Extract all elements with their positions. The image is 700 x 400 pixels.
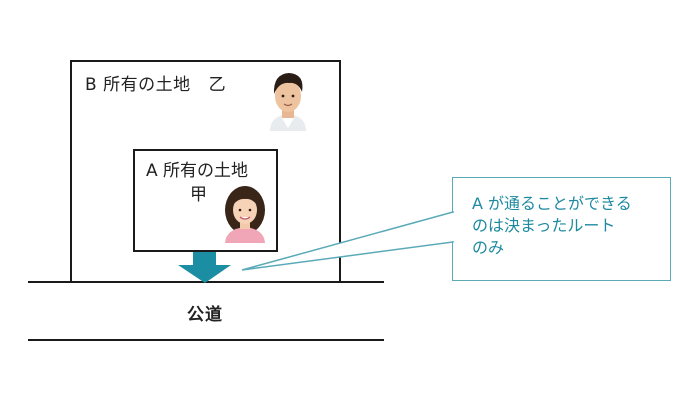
man-avatar-icon: [270, 73, 306, 131]
road-bottom-line: [28, 339, 384, 341]
callout-text: A が通ることができる のは決まったルート のみ: [472, 193, 662, 259]
callout-line-1: A が通ることができる: [472, 194, 632, 213]
callout-box: [452, 177, 671, 281]
callout-line-3: のみ: [472, 238, 505, 257]
land-a-title: A 所有の土地: [146, 161, 249, 181]
down-arrow-icon: [178, 252, 231, 283]
land-a-owner: 甲: [190, 185, 207, 205]
callout-line-2: のは決まったルート: [472, 216, 616, 235]
land-b-area: [70, 60, 341, 283]
land-b-label: B 所有の土地乙: [85, 70, 226, 95]
woman-avatar-icon: [225, 186, 265, 243]
land-b-title: B 所有の土地: [85, 75, 191, 95]
callout-pointer: [241, 211, 454, 271]
road-label: 公道: [187, 305, 223, 325]
land-b-owner: 乙: [208, 75, 227, 95]
